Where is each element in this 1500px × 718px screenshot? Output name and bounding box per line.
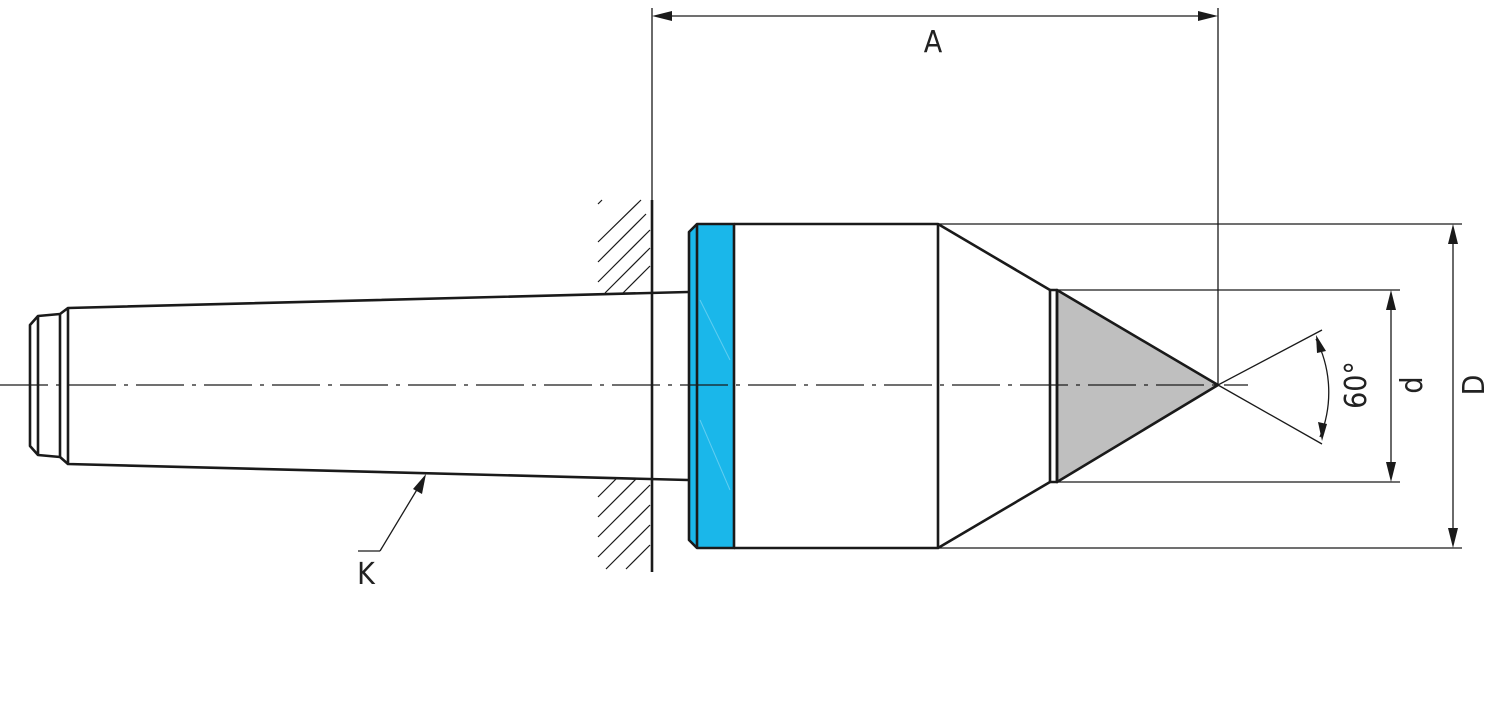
bearing-ring-fill	[689, 224, 734, 548]
center-body	[734, 222, 940, 550]
dimension-a	[651, 8, 1219, 385]
conical-nose	[937, 222, 1051, 550]
bearing-ring	[687, 222, 736, 550]
dimension-a-label: A	[924, 25, 943, 60]
carbide-tip-fill	[1057, 290, 1218, 482]
spindle-wall	[597, 199, 654, 572]
taper-leader	[358, 474, 426, 552]
dimension-small-d	[1057, 289, 1400, 483]
taper-shank	[28, 290, 689, 482]
taper-label: K	[357, 557, 376, 592]
carbide-tip	[1048, 288, 1220, 484]
dimension-d	[938, 223, 1462, 549]
dimension-d-label: D	[1457, 375, 1492, 396]
angle-dimension	[1217, 329, 1330, 445]
angle-label: 60°	[1339, 361, 1374, 409]
dimension-small-d-label: d	[1395, 376, 1430, 393]
